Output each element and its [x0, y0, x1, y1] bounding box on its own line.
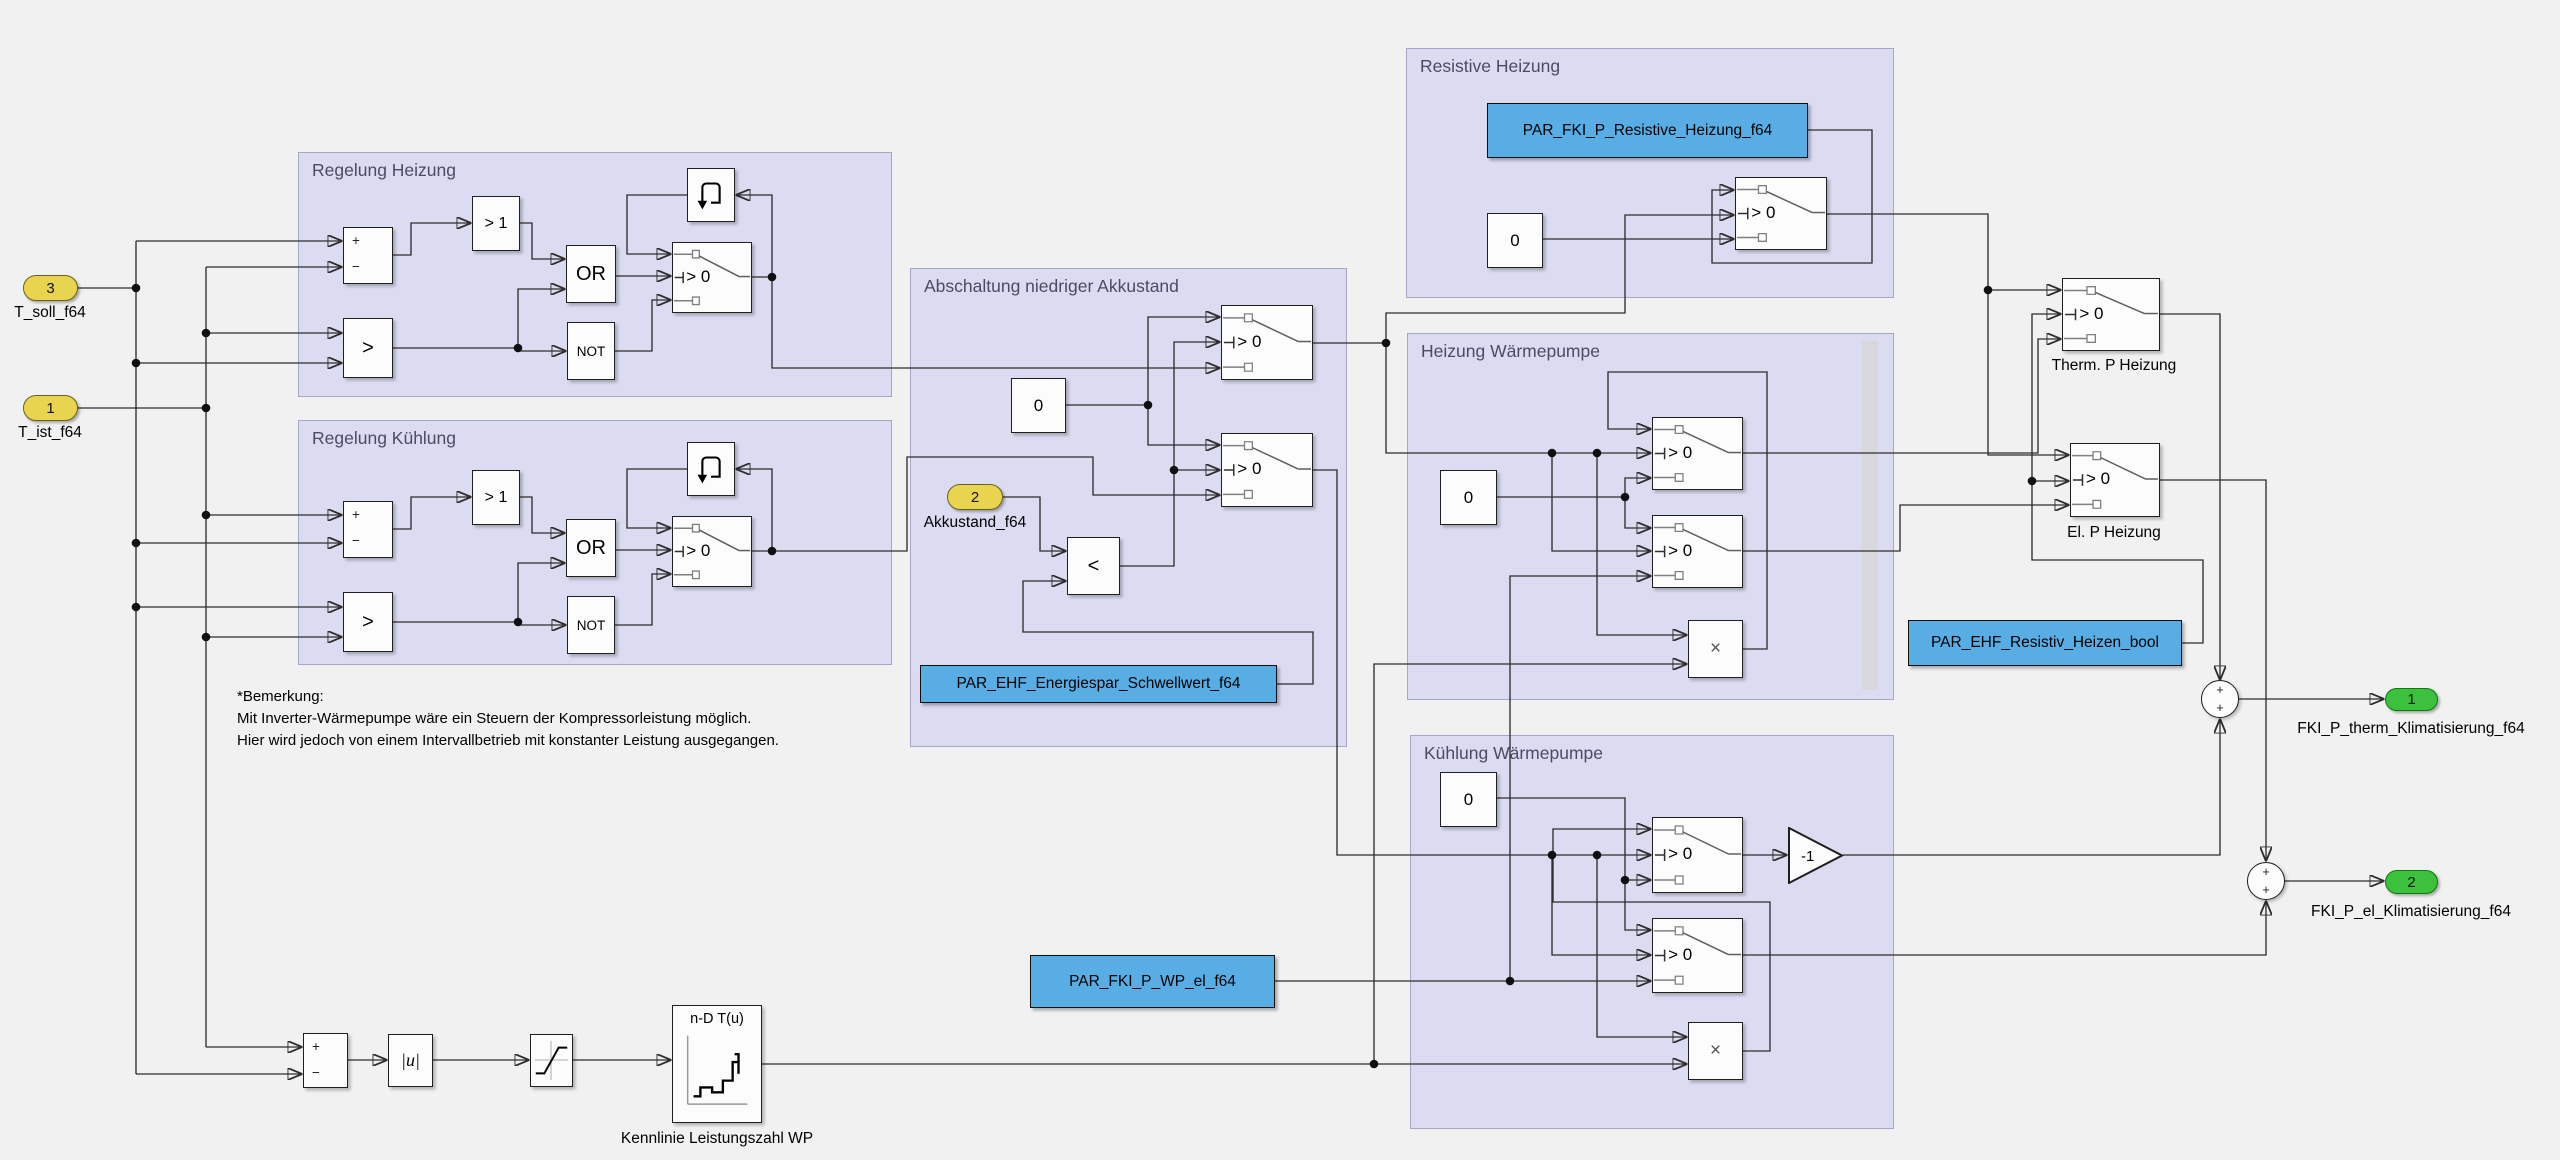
switch-block-heizung-wp-therm[interactable]: > 0 [1652, 417, 1743, 490]
product-block-heizung-wp[interactable]: × [1688, 620, 1743, 678]
parameter-block-resistive-heizung[interactable]: PAR_FKI_P_Resistive_Heizung_f64 [1487, 103, 1808, 158]
or-block-heizung[interactable]: OR [566, 245, 616, 303]
switch-block-kuehlung[interactable]: > 0 [672, 516, 752, 587]
sum-junction-therm[interactable]: + + [2201, 680, 2239, 718]
not-block-kuehlung[interactable]: NOT [567, 596, 615, 654]
minus-sign: − [312, 1065, 320, 1080]
switch-criteria-label: > 0 [686, 266, 711, 286]
scroll-shade-bar [1862, 341, 1878, 690]
sum-block-heizung[interactable]: + − [343, 227, 393, 284]
lookup-table-icon [686, 1035, 748, 1105]
constant-zero-block-kuehlung-wp[interactable]: 0 [1440, 772, 1497, 827]
inport-akkustand[interactable]: 2 [947, 484, 1003, 510]
or-block-kuehlung[interactable]: OR [566, 519, 616, 577]
switch-block-resistive[interactable]: > 0 [1735, 177, 1827, 250]
outport-therm-label: FKI_P_therm_Klimatisierung_f64 [2297, 720, 2525, 737]
memory-icon [697, 456, 721, 484]
area-title: Heizung Wärmepumpe [1421, 341, 1600, 361]
inport-akkustand-label: Akkustand_f64 [923, 514, 1027, 531]
product-block-kuehlung-wp[interactable]: × [1688, 1022, 1743, 1080]
area-title: Abschaltung niedriger Akkustand [924, 276, 1179, 296]
plus-sign: + [2262, 883, 2270, 897]
compare-gt1-block-kuehlung[interactable]: > 1 [472, 470, 520, 525]
switch-criteria-label: > 0 [1668, 844, 1693, 864]
annotation-note: *Bemerkung: Mit Inverter-Wärmepumpe wäre… [237, 686, 779, 752]
not-block-heizung[interactable]: NOT [567, 322, 615, 380]
outport-el[interactable]: 2 [2385, 870, 2438, 894]
sum-block-delta-t[interactable]: + − [303, 1033, 348, 1088]
minus-sign: − [352, 533, 360, 548]
constant-zero-block-heizung-wp[interactable]: 0 [1440, 470, 1497, 525]
area-title: Kühlung Wärmepumpe [1424, 743, 1603, 763]
compare-gt1-block-heizung[interactable]: > 1 [472, 196, 520, 251]
inport-t-soll-label: T_soll_f64 [14, 304, 86, 321]
outport-therm[interactable]: 1 [2385, 688, 2438, 711]
parameter-block-resistiv-heizen[interactable]: PAR_EHF_Resistiv_Heizen_bool [1908, 620, 2182, 666]
switch-criteria-label: > 0 [1668, 540, 1693, 560]
minus-sign: − [352, 259, 360, 274]
memory-icon [697, 182, 721, 210]
lookup-table-title: n-D T(u) [690, 1011, 744, 1027]
abs-block[interactable]: |u| [388, 1034, 433, 1087]
relational-lt-block[interactable]: < [1067, 537, 1120, 595]
switch-criteria-label: > 0 [686, 540, 711, 560]
memory-block-heizung[interactable] [687, 168, 735, 222]
lookup-table-block[interactable]: n-D T(u) [672, 1005, 762, 1123]
caption-therm-p-heizung: Therm. P Heizung [2051, 357, 2177, 374]
inport-t-ist-label: T_ist_f64 [18, 424, 82, 441]
switch-criteria-label: > 0 [1237, 331, 1262, 351]
switch-block-abschaltung-kuehlen[interactable]: > 0 [1221, 433, 1313, 507]
area-title: Resistive Heizung [1420, 56, 1561, 76]
area-title: Regelung Heizung [312, 160, 456, 180]
switch-block-heizung-wp-el[interactable]: > 0 [1652, 515, 1743, 588]
gain-block-neg1[interactable]: -1 [1788, 826, 1845, 889]
switch-block-kuehlung-wp-el[interactable]: > 0 [1652, 918, 1743, 993]
port-number: 3 [46, 279, 55, 297]
switch-criteria-label: > 0 [1751, 202, 1776, 222]
caption-kennlinie: Kennlinie Leistungszahl WP [620, 1130, 814, 1147]
plus-sign: + [2216, 683, 2224, 697]
sum-junction-el[interactable]: + + [2247, 862, 2285, 900]
caption-el-p-heizung: El. P Heizung [2067, 524, 2161, 541]
parameter-block-wp-el[interactable]: PAR_FKI_P_WP_el_f64 [1030, 955, 1275, 1008]
switch-criteria-label: > 0 [1668, 944, 1693, 964]
switch-block-heizung[interactable]: > 0 [672, 242, 752, 313]
saturation-icon [534, 1040, 569, 1081]
switch-criteria-label: > 0 [2079, 303, 2104, 323]
constant-zero-block-resistive[interactable]: 0 [1487, 213, 1543, 268]
inport-t-ist[interactable]: 1 [23, 395, 78, 421]
port-number: 2 [970, 488, 980, 506]
plus-sign: + [312, 1039, 320, 1054]
memory-block-kuehlung[interactable] [687, 442, 735, 496]
gain-value: -1 [1801, 848, 1814, 865]
port-number: 1 [46, 399, 55, 417]
switch-block-therm-p-heizung[interactable]: > 0 [2062, 278, 2160, 351]
note-line: *Bemerkung: [237, 688, 324, 705]
plus-sign: + [2216, 701, 2224, 715]
area-title: Regelung Kühlung [312, 428, 457, 448]
port-number: 1 [2407, 691, 2416, 708]
outport-el-label: FKI_P_el_Klimatisierung_f64 [2311, 903, 2511, 920]
switch-criteria-label: > 0 [1668, 442, 1693, 462]
note-line: Hier wird jedoch von einem Intervallbetr… [237, 732, 779, 750]
saturation-block[interactable] [530, 1034, 573, 1087]
switch-block-el-p-heizung[interactable]: > 0 [2070, 443, 2160, 517]
relational-gt-block-kuehlung[interactable]: > [343, 592, 393, 652]
sum-block-kuehlung[interactable]: + − [343, 501, 393, 558]
plus-sign: + [352, 507, 360, 522]
switch-criteria-label: > 0 [2085, 469, 2111, 489]
port-number: 2 [2407, 873, 2416, 891]
inport-t-soll[interactable]: 3 [23, 275, 78, 301]
note-line: Mit Inverter-Wärmepumpe wäre ein Steuern… [237, 710, 752, 728]
switch-criteria-label: > 0 [1237, 459, 1262, 479]
plus-sign: + [2262, 865, 2270, 879]
constant-zero-block-abschaltung[interactable]: 0 [1011, 378, 1066, 433]
plus-sign: + [352, 233, 360, 248]
parameter-block-energiespar-schwellwert[interactable]: PAR_EHF_Energiespar_Schwellwert_f64 [920, 665, 1277, 703]
switch-block-kuehlung-wp-therm[interactable]: > 0 [1652, 817, 1743, 893]
switch-block-abschaltung-heizen[interactable]: > 0 [1221, 305, 1313, 380]
relational-gt-block-heizung[interactable]: > [343, 318, 393, 378]
